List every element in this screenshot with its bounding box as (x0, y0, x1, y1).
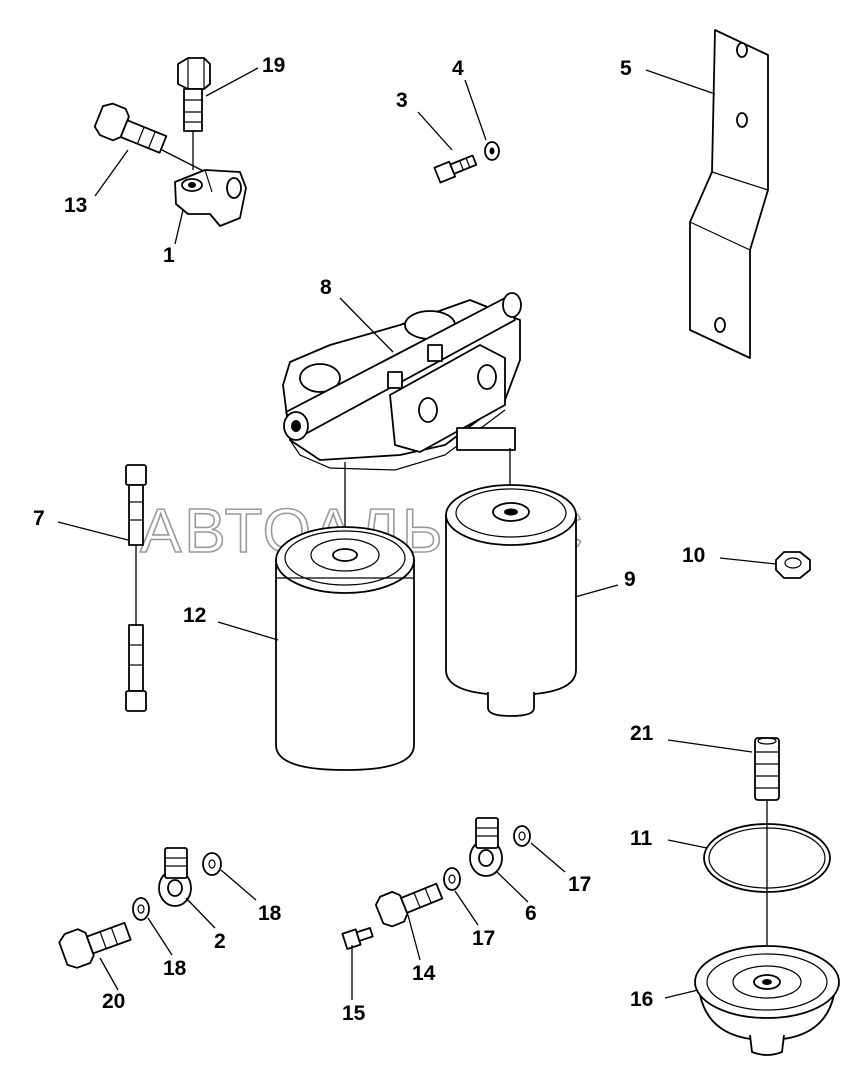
nut-10-icon (775, 551, 811, 579)
label-13: 13 (64, 194, 87, 217)
bolt-7-lower-icon (125, 624, 147, 712)
label-7: 7 (33, 507, 45, 530)
label-4: 4 (452, 57, 464, 80)
label-18b: 18 (258, 902, 282, 925)
o-ring-11-icon (703, 823, 831, 893)
bolt-13-icon (93, 102, 168, 154)
label-2: 2 (214, 930, 226, 953)
label-18a: 18 (163, 957, 187, 980)
label-15: 15 (342, 1002, 366, 1025)
water-bowl-16-icon (694, 945, 840, 1056)
bolt-14-icon (374, 882, 444, 928)
washer-18b-icon (202, 852, 222, 876)
label-17b: 17 (568, 873, 591, 896)
fitting-6-icon (469, 817, 503, 877)
label-21: 21 (630, 722, 654, 745)
label-14: 14 (412, 962, 436, 985)
label-16: 16 (630, 988, 653, 1011)
bolt-7-icon (125, 464, 147, 546)
plug-21-icon (754, 737, 780, 801)
filter-12-icon (275, 526, 415, 771)
strap-bracket-5-icon (689, 29, 769, 359)
label-3: 3 (396, 89, 408, 112)
bolt-15-icon (341, 927, 374, 950)
label-10: 10 (682, 544, 705, 567)
label-6: 6 (525, 902, 537, 925)
washer-17b-icon (513, 825, 531, 847)
label-19: 19 (262, 54, 285, 77)
label-9: 9 (624, 568, 636, 591)
label-17a: 17 (472, 927, 495, 950)
washer-17a-icon (443, 867, 461, 891)
label-1: 1 (163, 244, 175, 267)
bolt-20-icon (58, 921, 132, 969)
label-11: 11 (630, 827, 653, 850)
label-5: 5 (620, 57, 632, 80)
washer-18a-icon (132, 897, 150, 921)
label-12: 12 (183, 604, 206, 627)
label-20: 20 (102, 990, 125, 1013)
label-8: 8 (320, 276, 332, 299)
bracket-1-icon (174, 169, 247, 227)
bolt-19-icon (177, 57, 211, 132)
leader-lines (57, 67, 777, 1000)
bolt-3-icon (433, 154, 478, 184)
part-number-labels: 19 13 1 3 4 5 8 7 12 9 10 21 11 16 20 18… (33, 54, 705, 1025)
fitting-2-icon (158, 847, 192, 907)
filter-head-8-icon (282, 292, 522, 471)
filter-9-icon (445, 484, 577, 717)
